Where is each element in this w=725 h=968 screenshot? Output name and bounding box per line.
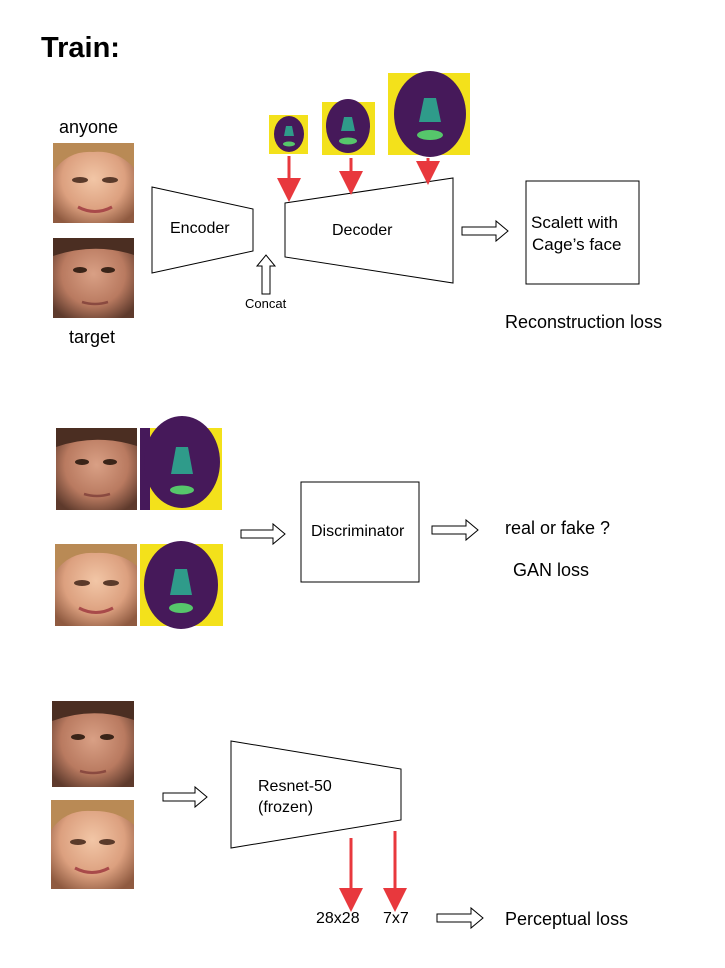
mask-cage xyxy=(140,416,222,510)
feature-7x7-label: 7x7 xyxy=(383,910,409,927)
hollow-arrow-to-resnet xyxy=(162,785,208,809)
decoder-block xyxy=(284,177,454,284)
discriminator-box xyxy=(300,481,420,583)
concat-arrow-icon xyxy=(255,254,277,295)
hollow-arrow-to-discriminator xyxy=(240,522,286,546)
page-title: Train: xyxy=(41,32,120,64)
reconstruction-loss-label: Reconstruction loss xyxy=(505,312,663,332)
hollow-arrow-output xyxy=(461,219,509,243)
resnet-block xyxy=(230,740,402,849)
resnet-label-line-2: (frozen) xyxy=(258,799,314,816)
concat-label: Concat xyxy=(245,296,287,311)
mask-large xyxy=(388,71,470,157)
face-photo-target xyxy=(53,238,134,318)
resnet-label-line-1: Resnet-50 xyxy=(258,778,332,795)
gan-loss-label: GAN loss xyxy=(513,560,590,580)
decoder-label: Decoder xyxy=(332,222,393,239)
encoder-block xyxy=(151,186,254,274)
output-line-1: Scalett with xyxy=(531,213,618,232)
mask-scarlett xyxy=(140,541,223,629)
output-line-2: Cage’s face xyxy=(532,235,622,254)
encoder-label: Encoder xyxy=(170,220,230,237)
face-photo-cage-pair xyxy=(56,428,137,510)
target-label: target xyxy=(69,327,116,347)
mask-small xyxy=(269,115,308,154)
face-photo-cage-perceptual xyxy=(52,701,134,787)
perceptual-loss-label: Perceptual loss xyxy=(505,909,629,929)
anyone-label: anyone xyxy=(59,117,119,137)
discriminator-label: Discriminator xyxy=(311,523,405,540)
face-photo-anyone xyxy=(53,143,134,223)
face-photo-scarlett-perceptual xyxy=(51,800,134,889)
output-box xyxy=(525,180,640,285)
face-photo-scarlett-pair xyxy=(55,544,137,626)
real-or-fake-label: real or fake ? xyxy=(505,518,611,538)
mask-medium xyxy=(322,99,375,155)
feature-28x28-label: 28x28 xyxy=(316,910,360,927)
hollow-arrow-to-perceptual xyxy=(436,906,484,930)
hollow-arrow-from-discriminator xyxy=(431,518,479,542)
